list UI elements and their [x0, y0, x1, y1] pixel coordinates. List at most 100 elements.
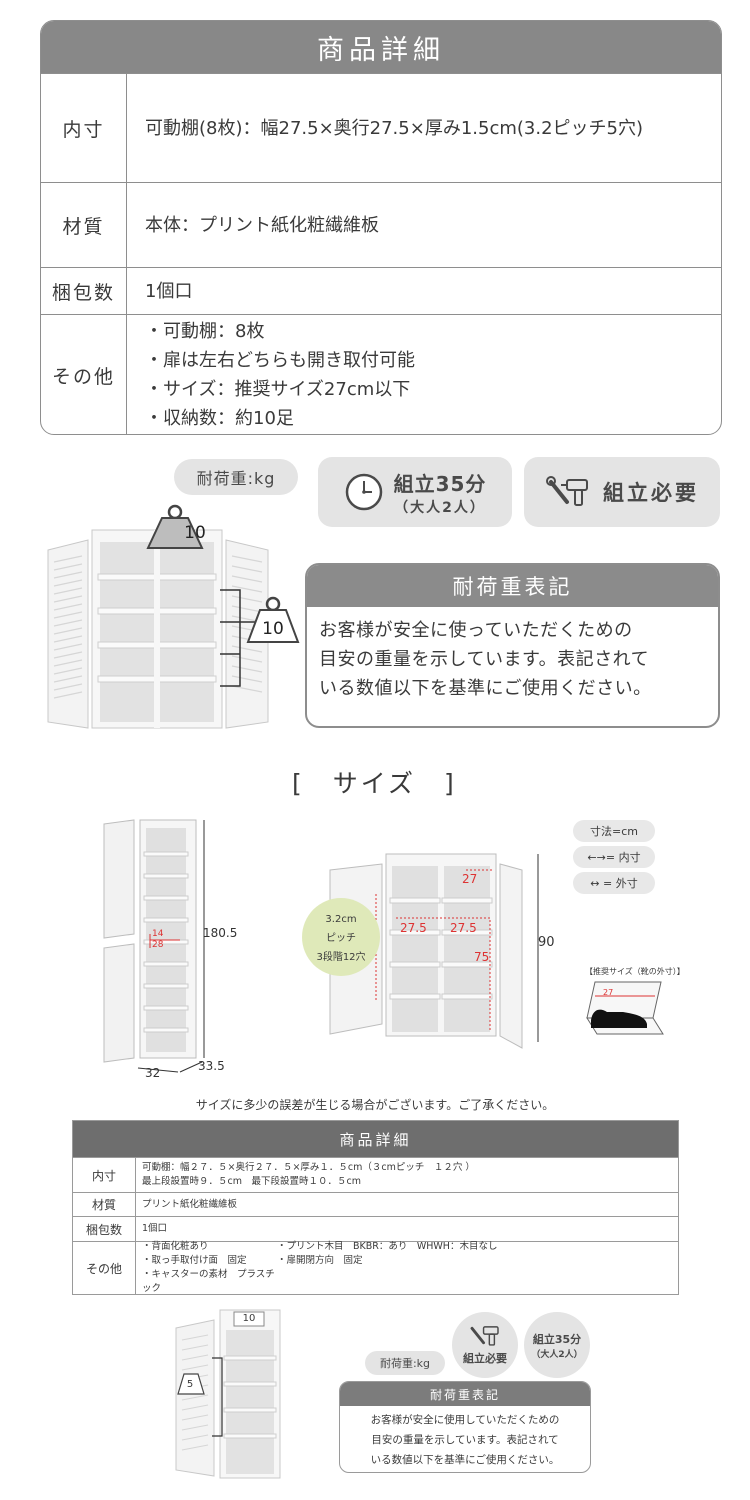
weight-label-bottom-top: 10: [242, 1313, 256, 1324]
spec2-value: 1個口: [136, 1217, 678, 1241]
spec-table-2: 商品詳細 内寸 可動棚：幅２７．５×奥行２７．５×厚み１．５cm（３cmピッチ …: [72, 1120, 679, 1295]
assembly-time-2: 組立35分: [532, 1332, 582, 1346]
spec-label: その他: [41, 315, 127, 434]
load-note-line: お客様が安全に使っていただくための: [319, 620, 633, 641]
spec-row-material: 材質 本体：プリント紙化粧繊維板: [41, 182, 721, 267]
load-note-2-line: お客様が安全に使用していただくための: [370, 1414, 560, 1426]
spec2-item: ・取っ手取付け面 固定: [142, 1255, 247, 1266]
load-note-2-title: 耐荷重表記: [340, 1382, 590, 1406]
shoe-icon: [586, 981, 664, 1035]
wide-cabinet-drawing: [329, 853, 539, 1049]
load-note: 耐荷重表記 お客様が安全に使っていただくための 目安の重量を示しています。表記さ…: [305, 563, 720, 728]
tools-icon: [546, 476, 588, 506]
legend-outer: ↔ = 外寸: [573, 872, 655, 894]
spec-label: 内寸: [41, 74, 127, 182]
spec2-line: 1個口: [142, 1223, 168, 1234]
assembly-time-badge-2: 組立35分 （大人2人）: [524, 1312, 590, 1378]
legend-unit: 寸法=cm: [573, 820, 655, 842]
load-note-2-line: いる数値以下を基準にご使用ください。: [370, 1454, 560, 1466]
spec-value: 本体：プリント紙化粧繊維板: [127, 183, 721, 267]
spec2-line: 可動棚：幅２７．５×奥行２７．５×厚み１．５cm（３cmピッチ １２穴 ）: [142, 1162, 475, 1173]
load-note-line: いる数値以下を基準にご使用ください。: [319, 678, 652, 699]
wide-inner-w1: 27.5: [400, 921, 427, 935]
tall-inner-b: 28: [152, 940, 164, 950]
pitch-note: 3.2cm ピッチ 3段階12穴: [302, 898, 380, 976]
assembly-people: （大人2人）: [394, 499, 486, 516]
spec2-item: ・キャスターの素材 プラスチック: [142, 1269, 275, 1294]
tall-width: 32: [145, 1066, 161, 1080]
spec-line: ・可動棚：8枚: [145, 321, 265, 342]
weight-label-shelf: 10: [262, 619, 284, 639]
size-caption: サイズに多少の誤差が生じる場合がございます。ご了承ください。: [195, 1098, 555, 1112]
assembly-required-badge-2: 組立必要: [452, 1312, 518, 1378]
weight-label-top: 10: [184, 523, 206, 543]
tools-icon: [470, 1326, 499, 1346]
size-section-title: [ サイズ ]: [292, 769, 457, 798]
spec-line: 本体：プリント紙化粧繊維板: [145, 214, 379, 236]
wide-inner-h: 75: [474, 950, 490, 964]
load-note-2: 耐荷重表記 お客様が安全に使用していただくための 目安の重量を示しています。表記…: [339, 1381, 591, 1473]
spec2-label: その他: [73, 1242, 136, 1294]
spec-line: ・収納数：約10足: [145, 408, 294, 429]
spec2-item: ・背面化粧あり: [142, 1241, 209, 1252]
assembly-people-2: （大人2人）: [531, 1349, 583, 1360]
tall-inner-a: 14: [152, 929, 164, 939]
tall-height: 180.5: [203, 926, 238, 940]
tall-depth: 33.5: [198, 1059, 225, 1073]
spec-row-inner-size: 内寸 可動棚(8枚)：幅27.5×奥行27.5×厚み1.5cm(3.2ピッチ5穴…: [41, 73, 721, 182]
spec-line: 1個口: [145, 280, 193, 302]
spec2-row: 材質 プリント紙化粧繊維板: [73, 1192, 678, 1216]
spec2-line: プリント紙化粧繊維板: [142, 1198, 238, 1210]
cabinet-illustration: [47, 504, 300, 729]
spec2-row: 内寸 可動棚：幅２７．５×奥行２７．５×厚み１．５cm（３cmピッチ １２穴 ）…: [73, 1157, 678, 1192]
spec-label: 梱包数: [41, 268, 127, 314]
assembly-time: 組立35分: [393, 471, 487, 496]
assembly-required: 組立必要: [603, 481, 699, 505]
spec2-label: 梱包数: [73, 1217, 136, 1241]
load-note-title: 耐荷重表記: [307, 565, 718, 607]
load-note-2-line: 目安の重量を示しています。表記されて: [371, 1434, 559, 1446]
pitch-line: 3段階12穴: [316, 952, 366, 963]
wide-top: 27: [462, 872, 478, 886]
bottom-cabinet-illustration: [175, 1309, 281, 1479]
spec-line: ・サイズ：推奨サイズ27cm以下: [145, 379, 411, 400]
assembly-required-2: 組立必要: [463, 1352, 507, 1365]
assembly-required-badge: 組立必要: [524, 457, 720, 527]
shoe-size: 27: [603, 988, 614, 997]
spec2-row: その他 ・背面化粧あり ・プリント木目 BKBR：あり WHWH：木目なし ・取…: [73, 1241, 678, 1294]
spec2-item: ・プリント木目 BKBR：あり WHWH：木目なし: [277, 1241, 498, 1252]
pitch-line: ピッチ: [326, 933, 356, 944]
spec-row-packages: 梱包数 1個口: [41, 267, 721, 314]
spec2-label: 材質: [73, 1193, 136, 1216]
spec-row-other: その他 ・可動棚：8枚 ・扉は左右どちらも開き取付可能 ・サイズ：推奨サイズ27…: [41, 314, 721, 434]
wide-height: 90: [538, 935, 555, 950]
tall-cabinet-drawing: [103, 819, 205, 1073]
spec-value: ・可動棚：8枚 ・扉は左右どちらも開き取付可能 ・サイズ：推奨サイズ27cm以下…: [127, 315, 721, 434]
spec2-row: 梱包数 1個口: [73, 1216, 678, 1241]
spec-table-title: 商品詳細: [41, 21, 721, 73]
spec2-value: プリント紙化粧繊維板: [136, 1193, 678, 1216]
spec2-item: [277, 1268, 507, 1296]
spec-label: 材質: [41, 183, 127, 267]
spec2-label: 内寸: [73, 1158, 136, 1192]
clock-icon: [345, 473, 382, 511]
legend-inner: ←→= 内寸: [573, 846, 655, 868]
load-capacity-badge: 耐荷重:kg: [174, 459, 298, 495]
spec2-item: ・扉開閉方向 固定: [277, 1255, 363, 1266]
wide-inner-w2: 27.5: [450, 921, 477, 935]
spec-line: ・扉は左右どちらも開き取付可能: [145, 350, 415, 371]
spec-table: 商品詳細 内寸 可動棚(8枚)：幅27.5×奥行27.5×厚み1.5cm(3.2…: [40, 20, 722, 435]
load-capacity-badge-2: 耐荷重:kg: [365, 1351, 445, 1375]
pitch-line: 3.2cm: [325, 914, 357, 925]
spec-line: 可動棚(8枚)：幅27.5×奥行27.5×厚み1.5cm(3.2ピッチ5穴): [145, 117, 643, 139]
spec2-value: 可動棚：幅２７．５×奥行２７．５×厚み１．５cm（３cmピッチ １２穴 ） 最上…: [136, 1158, 678, 1192]
spec-table-2-title: 商品詳細: [73, 1121, 678, 1157]
spec-value: 1個口: [127, 268, 721, 314]
shoe-caption: 【推奨サイズ（靴の外寸）】: [585, 967, 685, 976]
assembly-time-badge: 組立35分 （大人2人）: [318, 457, 512, 527]
weight-label-bottom-shelf: 5: [186, 1379, 194, 1390]
spec2-line: 最上段設置時９．５cm 最下段設置時１０．５cm: [142, 1176, 361, 1187]
spec2-value: ・背面化粧あり ・プリント木目 BKBR：あり WHWH：木目なし ・取っ手取付…: [136, 1241, 678, 1296]
load-note-line: 目安の重量を示しています。表記されて: [319, 649, 650, 670]
spec-value: 可動棚(8枚)：幅27.5×奥行27.5×厚み1.5cm(3.2ピッチ5穴): [127, 74, 721, 182]
